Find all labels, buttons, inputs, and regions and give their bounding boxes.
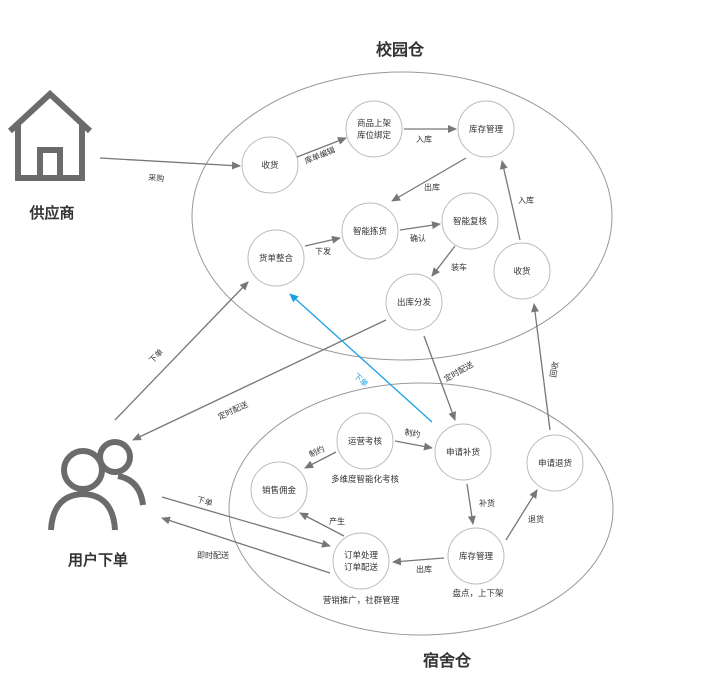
edge-timed-delivery-left (132, 319, 387, 441)
label-timed-delivery-left: 定时配送 (216, 399, 249, 422)
node-outbound-dispatch: 出库分发 (385, 273, 443, 331)
edge-return (505, 489, 538, 541)
edge-stock-in-right (499, 160, 521, 241)
node-order-label-1: 订单处理 (344, 550, 379, 561)
edge-user-order-bottom (161, 496, 331, 548)
node-sales-commission-label: 销售佣金 (262, 485, 297, 496)
edge-stock-out-top (391, 157, 467, 202)
dorm-warehouse-title: 宿舍仓 (423, 651, 472, 670)
label-stock-out-top: 出库 (424, 182, 440, 192)
edge-order-code (296, 137, 347, 158)
label-constrain-left: 制约 (307, 443, 326, 459)
node-ops-assess-label: 运营考核 (348, 436, 383, 447)
node-inventory-bottom-label: 库存管理 (459, 551, 494, 562)
node-order-processing: 订单处理 订单配送 (332, 532, 390, 590)
label-recycle: 回收 (548, 361, 561, 378)
label-user-order: 下单 (147, 347, 165, 365)
node-listing-label-2: 库位绑定 (357, 130, 392, 141)
node-replenish-request-label: 申请补货 (446, 447, 481, 458)
house-icon (7, 89, 93, 181)
node-receive-mid: 收货 (493, 242, 551, 300)
node-inventory-top-label: 库存管理 (469, 124, 504, 135)
edge-timed-delivery-center (423, 335, 456, 421)
node-order-merge: 货单整合 (247, 229, 305, 287)
node-smart-pick: 智能拣货 (341, 202, 399, 260)
node-ops-assess: 运营考核 (336, 412, 394, 470)
node-smart-review: 智能复核 (441, 192, 499, 250)
label-replenish: 补货 (479, 498, 495, 508)
order-note: 营销推广，社群管理 (323, 595, 400, 606)
label-return: 退货 (528, 514, 544, 524)
edge-blue-order (289, 293, 433, 423)
edge-replenish (466, 483, 476, 525)
node-sales-commission: 销售佣金 (250, 461, 308, 519)
edge-confirm (399, 221, 441, 231)
ops-assess-note: 多维度智能化考核 (331, 474, 400, 485)
node-listing-label-1: 商品上架 (357, 118, 392, 129)
supplier-label: 供应商 (28, 204, 74, 222)
campus-warehouse-region (191, 71, 613, 361)
edge-constrain-right (394, 440, 433, 451)
label-stock-in-top: 入库 (416, 134, 432, 144)
edge-load (431, 245, 456, 277)
node-listing: 商品上架 库位绑定 (345, 100, 403, 158)
label-user-order-bottom: 下单 (196, 494, 214, 508)
dorm-warehouse-region (228, 382, 614, 636)
node-smart-review-label: 智能复核 (453, 216, 488, 227)
edge-dispatch (304, 235, 341, 247)
node-receive-mid-label: 收货 (513, 266, 531, 277)
label-purchase: 采购 (148, 172, 165, 183)
node-return-request-label: 申请退货 (538, 458, 573, 469)
label-dispatch: 下发 (315, 246, 331, 256)
label-stock-in-right: 入库 (518, 195, 534, 205)
node-receive-top-label: 收货 (261, 160, 279, 171)
label-constrain-right: 制约 (404, 427, 421, 440)
node-outbound-dispatch-label: 出库分发 (397, 297, 432, 308)
campus-warehouse-title: 校园仓 (376, 40, 425, 59)
label-load: 装车 (451, 262, 467, 272)
node-order-label-2: 订单配送 (344, 562, 379, 573)
label-generate: 产生 (329, 516, 345, 526)
node-receive-top: 收货 (241, 136, 299, 194)
edge-purchase (99, 157, 241, 170)
edge-generate (299, 512, 345, 537)
node-return-request: 申请退货 (526, 434, 584, 492)
label-timed-delivery-center: 定时配送 (442, 359, 475, 384)
node-replenish-request: 申请补货 (434, 423, 492, 481)
edge-user-order (114, 281, 249, 421)
label-confirm: 确认 (410, 233, 426, 243)
edge-constrain-left (304, 451, 337, 469)
inventory-bottom-note: 盘点，上下架 (452, 588, 504, 599)
edge-recycle (531, 303, 551, 431)
node-inventory-top: 库存管理 (457, 100, 515, 158)
label-instant-delivery: 即时配送 (197, 550, 229, 560)
node-smart-pick-label: 智能拣货 (353, 226, 388, 237)
edge-instant-delivery (161, 516, 331, 574)
node-order-merge-label: 货单整合 (259, 253, 294, 264)
user-order-label: 用户下单 (68, 551, 128, 569)
edge-stock-out-bottom (392, 557, 445, 566)
users-icon (48, 439, 146, 531)
label-stock-out-bottom: 出库 (416, 564, 432, 574)
label-blue-order: 下单 (352, 371, 371, 389)
node-inventory-bottom: 库存管理 (447, 527, 505, 585)
